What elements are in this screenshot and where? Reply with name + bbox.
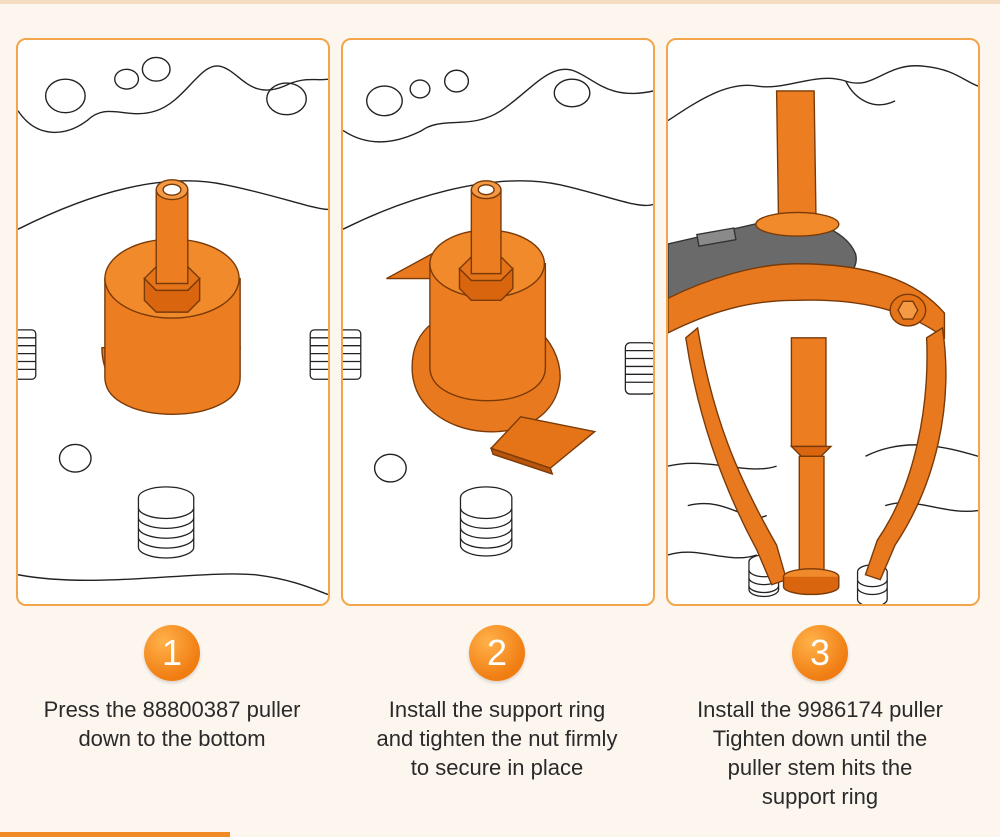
- step-1: 1 Press the 88800387 puller down to the …: [7, 625, 337, 753]
- bottom-accent-bar: [0, 832, 230, 837]
- puller-tool: [668, 90, 947, 596]
- step-number-badge: 2: [469, 625, 525, 681]
- step-2-illustration: [341, 38, 655, 606]
- caption-line: Install the 9986174 puller: [697, 697, 943, 722]
- three-jaw-puller-drawing: [668, 65, 978, 604]
- caption-line: Install the support ring: [388, 697, 606, 722]
- puller-tool: [101, 179, 241, 415]
- caption-line: Tighten down until the: [712, 726, 928, 751]
- caption-line: Press the 88800387 puller: [43, 697, 301, 722]
- top-border: [0, 0, 1000, 4]
- caption-line: support ring: [761, 784, 879, 809]
- threaded-insert-bottom: [137, 486, 195, 559]
- step-3: 3 Install the 9986174 puller Tighten dow…: [655, 625, 985, 811]
- caption-line: down to the bottom: [78, 726, 266, 751]
- step-number-badge: 3: [792, 625, 848, 681]
- support-ring-drawing: [343, 68, 653, 557]
- step-2: 2 Install the support ring and tighten t…: [332, 625, 662, 782]
- caption-line: to secure in place: [410, 755, 584, 780]
- step-3-illustration: [666, 38, 980, 606]
- threaded-insert-left: [18, 329, 37, 380]
- step-caption: Install the support ring and tighten the…: [332, 695, 662, 782]
- step-1-illustration: [16, 38, 330, 606]
- threaded-insert-right: [624, 342, 653, 395]
- threaded-insert-right: [309, 329, 328, 380]
- step-number-badge: 1: [144, 625, 200, 681]
- threaded-insert-bottom: [459, 486, 513, 557]
- caption-line: puller stem hits the: [727, 755, 913, 780]
- step-caption: Press the 88800387 puller down to the bo…: [7, 695, 337, 753]
- caption-line: and tighten the nut firmly: [376, 726, 618, 751]
- step-caption: Install the 9986174 puller Tighten down …: [655, 695, 985, 811]
- puller-tool: [429, 180, 547, 402]
- puller-pressed-drawing: [18, 56, 328, 596]
- threaded-insert-left: [343, 329, 362, 380]
